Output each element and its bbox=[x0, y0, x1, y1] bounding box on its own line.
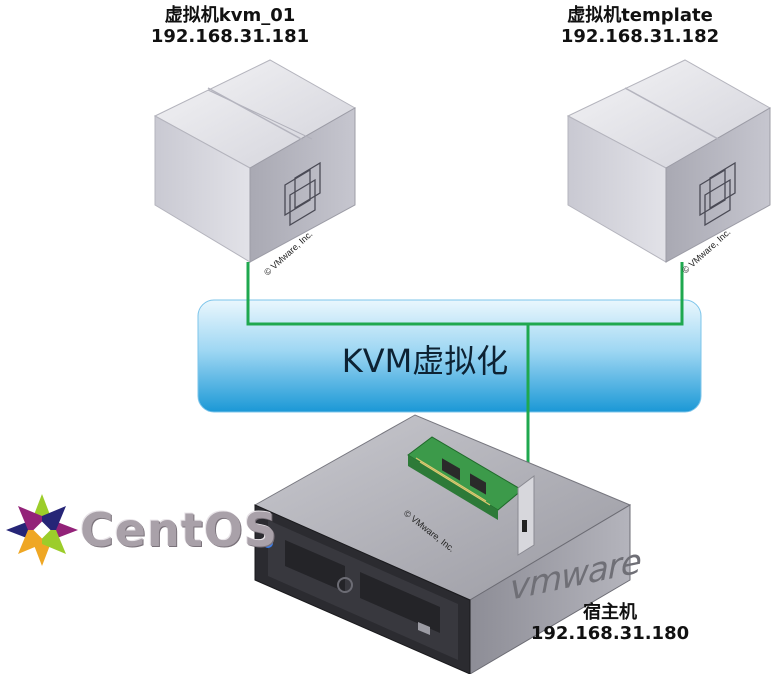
host-ip: 192.168.31.180 bbox=[530, 622, 690, 644]
vm1-cube bbox=[153, 59, 357, 263]
vm1-label: 虚拟机kvm_01 192.168.31.181 bbox=[130, 5, 330, 47]
kvm-layer bbox=[197, 299, 702, 413]
vm2-ip: 192.168.31.182 bbox=[560, 25, 720, 47]
vm2-label: 虚拟机template 192.168.31.182 bbox=[535, 5, 745, 47]
network-links bbox=[246, 262, 684, 470]
host-label: 宿主机 192.168.31.180 bbox=[510, 602, 710, 644]
vm2-cube bbox=[566, 59, 771, 263]
vm2-vmware-mark-icon bbox=[699, 161, 736, 227]
kvm-layer-label: KVM虚拟化 bbox=[341, 342, 509, 380]
vm1-name: 虚拟机kvm_01 bbox=[164, 5, 296, 26]
vm1-ip: 192.168.31.181 bbox=[150, 25, 310, 47]
vm1-vmware-mark-icon bbox=[284, 161, 321, 227]
vm2-name: 虚拟机template bbox=[567, 5, 713, 26]
host-name: 宿主机 bbox=[583, 602, 637, 623]
power-led-icon bbox=[263, 538, 273, 548]
network-card-icon bbox=[407, 436, 535, 556]
host-server bbox=[253, 414, 632, 674]
centos-logo-icon bbox=[6, 494, 78, 566]
centos-wordmark: CentOS bbox=[80, 503, 278, 557]
